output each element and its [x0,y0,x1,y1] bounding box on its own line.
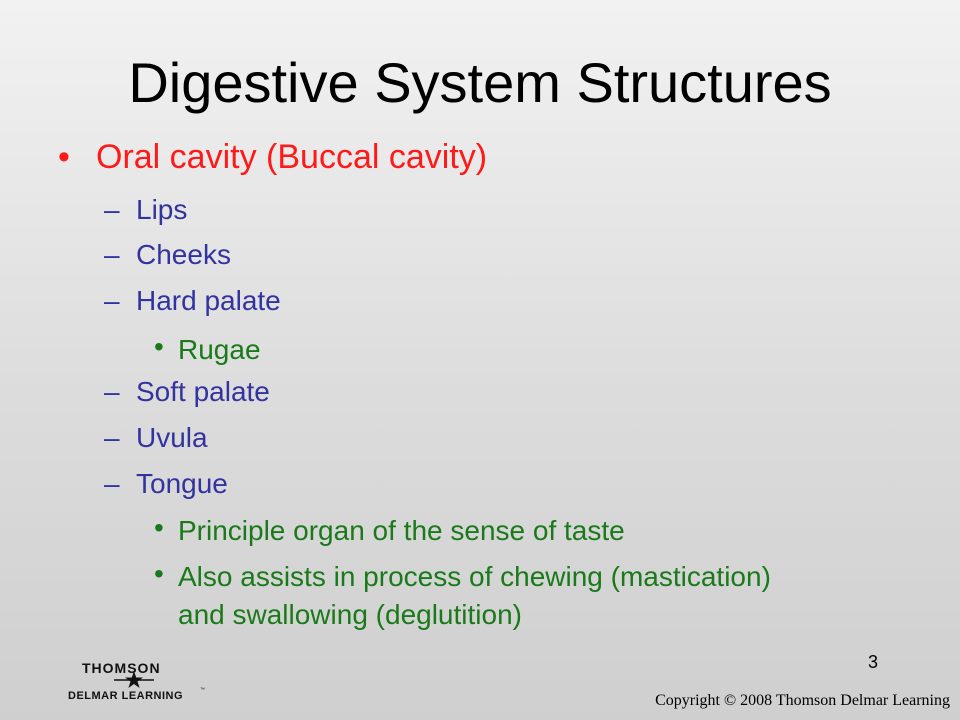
bullet-taste: • Principle organ of the sense of taste [154,512,625,550]
thomson-delmar-logo: THOMSON DELMAR LEARNING ™ [68,660,208,706]
bullet-text: Oral cavity (Buccal cavity) [96,138,488,176]
bullet-text: Soft palate [136,376,270,407]
bullet-text: Rugae [178,334,261,365]
bullet-text: Cheeks [136,239,231,270]
bullet-cheeks: – Cheeks [104,239,231,271]
star-icon [114,671,154,688]
bullet-oral-cavity: • Oral cavity (Buccal cavity) [58,138,487,177]
bullet-marker: • [154,512,164,543]
bullet-text: Tongue [136,468,228,499]
bullet-text: Lips [136,194,188,225]
bullet-soft-palate: – Soft palate [104,376,270,408]
bullet-lips: – Lips [104,194,187,226]
bullet-text: Hard palate [136,285,281,316]
page-number: 3 [867,652,878,672]
bullet-uvula: – Uvula [104,422,208,454]
slide-title: Digestive System Structures [128,51,832,114]
bullet-marker: • [58,138,70,176]
bullet-text: Also assists in process of chewing (mast… [178,561,771,630]
dash-marker: – [104,468,120,499]
bullet-text: Uvula [136,422,208,453]
trademark: ™ [200,687,205,693]
copyright-text: Copyright © 2008 Thomson Delmar Learning [655,692,950,709]
dash-marker: – [104,376,120,407]
bullet-text: Principle organ of the sense of taste [178,515,625,546]
bullet-marker: • [154,331,164,362]
dash-marker: – [104,194,120,225]
bullet-rugae: • Rugae [154,331,261,369]
dash-marker: – [104,239,120,270]
bullet-chewing: • Also assists in process of chewing (ma… [154,558,771,634]
logo-top-text: THOMSON [82,660,161,676]
bullet-hard-palate: – Hard palate [104,285,281,317]
dash-marker: – [104,285,120,316]
dash-marker: – [104,422,120,453]
bullet-tongue: – Tongue [104,468,228,500]
logo-bottom-text: DELMAR LEARNING [68,690,184,702]
bullet-marker: • [154,558,164,589]
